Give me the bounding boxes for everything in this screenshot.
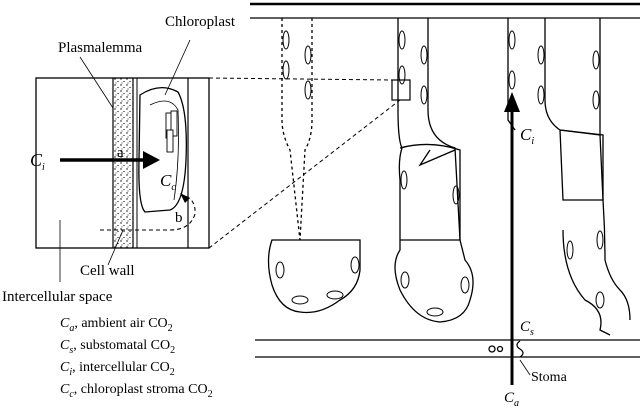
intercellular-space-label: Intercellular space (2, 289, 113, 305)
ci-inset-symbol: Ci (30, 150, 45, 173)
legend-item: Cc, chloroplast stroma CO2 (60, 382, 213, 400)
cc-inset-symbol: Cc (160, 171, 176, 193)
chloroplast-shape (138, 87, 187, 213)
chloroplast-label: Chloroplast (165, 14, 236, 30)
palisade-cell-1 (281, 18, 301, 241)
legend: Ca, ambient air CO2 Cs, substomatal CO2 … (60, 316, 213, 400)
legend-item: Ca, ambient air CO2 (60, 316, 173, 334)
guard-cell-right (516, 340, 524, 358)
cs-leaf-symbol: Cs (520, 319, 534, 338)
stoma-label: Stoma (531, 370, 568, 385)
cell-wall-label: Cell wall (80, 263, 135, 279)
plasmalemma-label: Plasmalemma (58, 40, 142, 56)
path-b-label: b (175, 210, 183, 226)
spongy-cell-2 (394, 239, 474, 323)
magnified-region-marker (391, 79, 411, 101)
grana-stack (165, 110, 178, 153)
palisade-cell-2 (397, 18, 403, 240)
path-a-label: a (117, 145, 124, 161)
chloroplasts (275, 30, 605, 317)
legend-item: Cs, substomatal CO2 (60, 338, 175, 356)
path-b (100, 195, 196, 231)
cell-wall-band (113, 78, 133, 248)
leaf-section (250, 2, 640, 358)
guard-cell-left (488, 345, 496, 353)
inset-box (35, 77, 210, 249)
spongy-cell-1 (267, 239, 361, 314)
ci-leaf-symbol: Ci (520, 125, 534, 147)
spongy-cell-3 (562, 229, 611, 336)
ca-leaf-symbol: Ca (504, 390, 519, 409)
legend-item: Ci, intercellular CO2 (60, 360, 175, 378)
